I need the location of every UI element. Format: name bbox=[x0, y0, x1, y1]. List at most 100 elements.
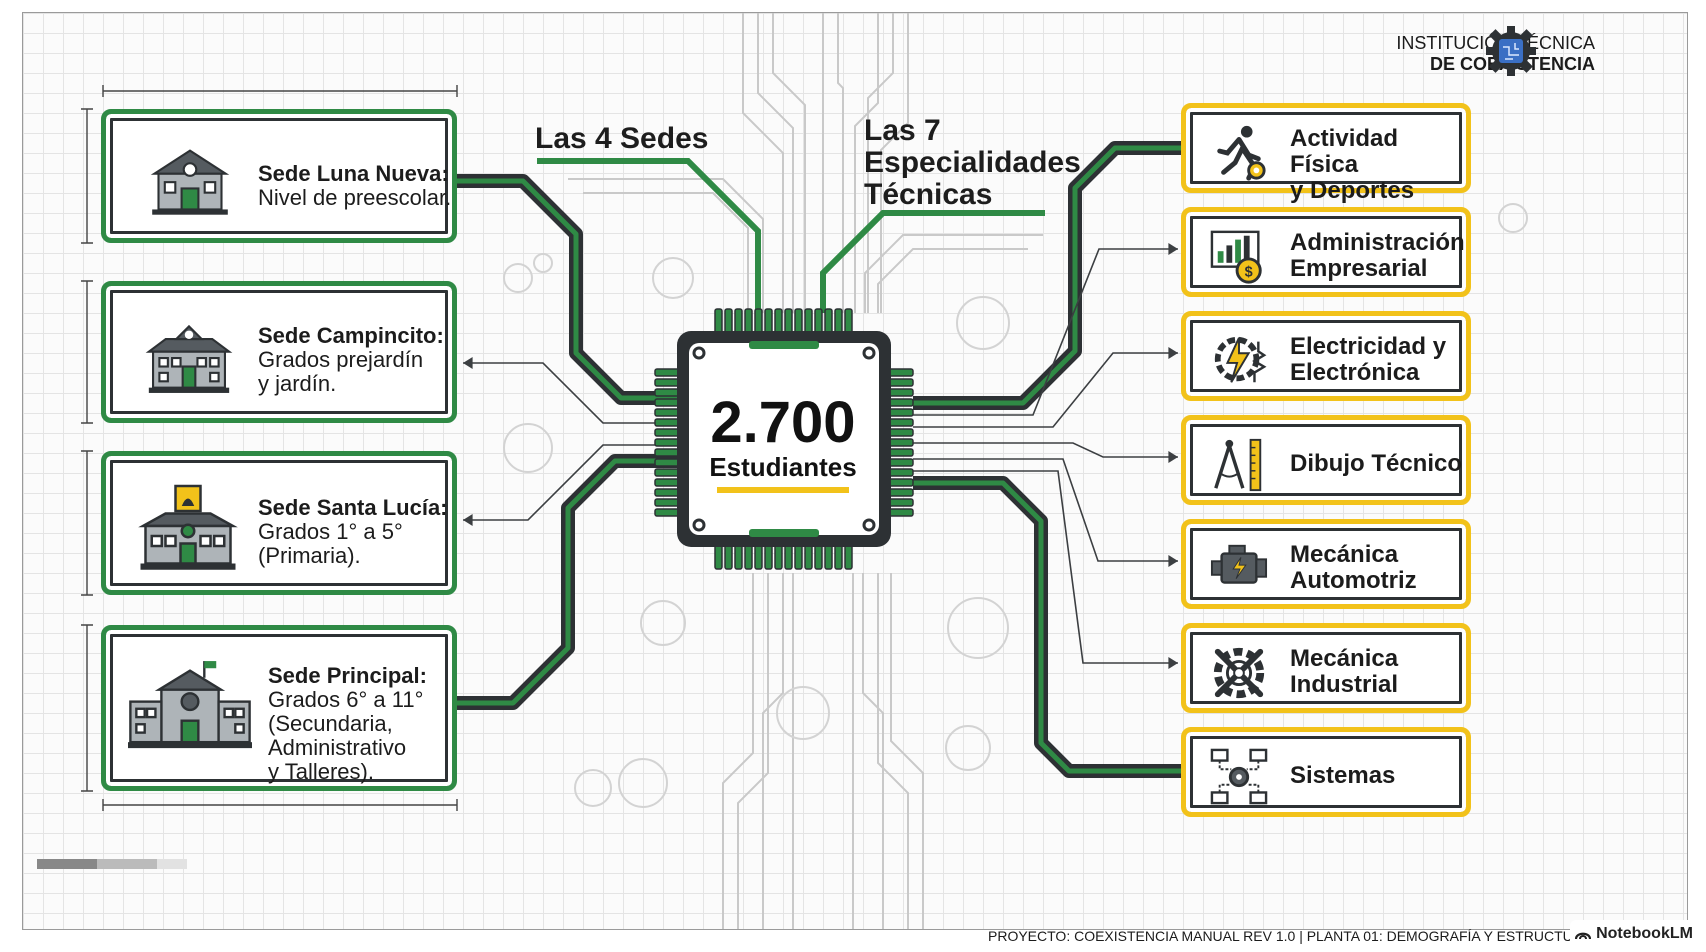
wrench-gear-icon bbox=[1213, 647, 1265, 699]
sede-name: Sede Luna Nueva: bbox=[258, 161, 449, 186]
arrow-administracion bbox=[913, 248, 1178, 416]
chip-pin-left bbox=[654, 368, 680, 377]
chip-pin-left bbox=[654, 408, 680, 417]
arrow-santa-lucia bbox=[463, 444, 678, 521]
bell-school-icon bbox=[138, 484, 238, 570]
especialidad-icon-wrap bbox=[1210, 332, 1268, 395]
heading-especialidades: Las 7 Especialidades Técnicas bbox=[864, 114, 1081, 211]
dimension-top bbox=[102, 85, 458, 97]
sede-detail-line: Grados prejardín bbox=[258, 347, 424, 372]
especialidad-label-line: Sistemas bbox=[1290, 762, 1396, 789]
chip-pin-bottom bbox=[724, 544, 733, 570]
chip-pin-right bbox=[888, 488, 914, 497]
chip-pin-left bbox=[654, 468, 680, 477]
chip-pin-left bbox=[654, 418, 680, 427]
chip-pin-right bbox=[888, 388, 914, 397]
chip-pin-left bbox=[654, 378, 680, 387]
esp-underline-trace bbox=[820, 210, 1045, 313]
chip-pin-bottom bbox=[794, 544, 803, 570]
chip-pin-right bbox=[888, 508, 914, 517]
chip-pin-right bbox=[888, 368, 914, 377]
sede-card: Sede Santa Lucía:Grados 1° a 5°(Primaria… bbox=[101, 451, 457, 595]
arrow-mecanica-automotriz-head bbox=[1168, 555, 1178, 567]
chip-pin-top bbox=[744, 308, 753, 334]
network-icon bbox=[1210, 748, 1268, 805]
main-campus-icon bbox=[128, 661, 252, 749]
chip-pin-right bbox=[888, 418, 914, 427]
chip-pin-right bbox=[888, 378, 914, 387]
sede-card: Sede Principal:Grados 6° a 11°(Secundari… bbox=[101, 625, 457, 791]
especialidad-label-line: Dibujo Técnico bbox=[1290, 450, 1463, 477]
chip-pin-left bbox=[654, 448, 680, 457]
chip-pin-top bbox=[754, 308, 763, 334]
especialidad-card: Dibujo Técnico bbox=[1181, 415, 1471, 505]
chip-pin-bottom bbox=[714, 544, 723, 570]
especialidad-label-line: Electrónica bbox=[1290, 359, 1420, 386]
scale-strip bbox=[37, 859, 187, 869]
sede-detail-line: Grados 6° a 11° bbox=[268, 687, 424, 712]
chip-pin-top bbox=[824, 308, 833, 334]
arrow-mecanica-industrial bbox=[913, 470, 1178, 664]
sede-icon-wrap bbox=[128, 658, 252, 755]
engine-icon bbox=[1210, 544, 1268, 584]
chip-pin-bottom bbox=[814, 544, 823, 570]
footer-text: PROYECTO: COEXISTENCIA MANUAL REV 1.0 | … bbox=[988, 928, 1593, 944]
sede-icon-wrap bbox=[148, 142, 232, 221]
chip-pin-right bbox=[888, 478, 914, 487]
chip-pin-bottom bbox=[744, 544, 753, 570]
chip-pin-right bbox=[888, 458, 914, 467]
chip-pin-left bbox=[654, 458, 680, 467]
chip-pin-left bbox=[654, 488, 680, 497]
trace-sistemas bbox=[913, 476, 1181, 778]
arrow-mecanica-automotriz bbox=[913, 458, 1178, 562]
notebooklm-badge[interactable]: NotebookLM bbox=[1570, 920, 1698, 948]
dimension-lines bbox=[81, 85, 458, 811]
chip-screw bbox=[862, 518, 876, 532]
especialidad-label-line: Administración bbox=[1290, 229, 1465, 256]
chip-pin-top bbox=[834, 308, 843, 334]
compass-ruler-icon bbox=[1214, 438, 1262, 492]
blueprint-sheet: Las 4 Sedes Las 7 Especialidades Técnica… bbox=[22, 12, 1688, 930]
sede-detail-line: Grados 1° a 5° bbox=[258, 519, 403, 544]
especialidad-label-line: Empresarial bbox=[1290, 255, 1428, 282]
especialidad-label-line: Actividad Física bbox=[1290, 125, 1399, 178]
arrow-santa-lucia-head bbox=[463, 514, 473, 526]
student-count-label: Estudiantes bbox=[709, 452, 857, 482]
lightning-gear-icon bbox=[1214, 336, 1267, 383]
trace-actividad-fisica-core bbox=[913, 145, 1181, 406]
sede-text: Sede Luna Nueva:Nivel de preescolar. bbox=[258, 162, 451, 210]
dimension-side bbox=[81, 450, 93, 596]
chip-pin-bottom bbox=[734, 544, 743, 570]
processor-chip bbox=[654, 308, 914, 570]
especialidad-icon-wrap bbox=[1210, 436, 1268, 499]
chip-pin-bottom bbox=[764, 544, 773, 570]
chip-gear-icon bbox=[1486, 26, 1536, 76]
chip-screw bbox=[692, 518, 706, 532]
chip-pin-top bbox=[784, 308, 793, 334]
chip-pin-bottom bbox=[844, 544, 853, 570]
especialidad-label-line: Industrial bbox=[1290, 671, 1399, 698]
chip-pin-top bbox=[774, 308, 783, 334]
chip-pin-left bbox=[654, 438, 680, 447]
dimension-bottom bbox=[102, 799, 458, 811]
chip-pin-top bbox=[734, 308, 743, 334]
trace-luna-nueva-core bbox=[457, 178, 678, 401]
chip-pin-bottom bbox=[824, 544, 833, 570]
svg-text:$: $ bbox=[1245, 264, 1253, 280]
notebooklm-label: NotebookLM bbox=[1596, 925, 1693, 942]
notebooklm-icon bbox=[1575, 932, 1592, 940]
chip-pin-left bbox=[654, 498, 680, 507]
especialidad-label-line: Automotriz bbox=[1290, 567, 1417, 594]
especialidad-label-line: Mecánica bbox=[1290, 645, 1399, 672]
building-icon bbox=[145, 324, 233, 393]
especialidad-text: Sistemas bbox=[1290, 763, 1395, 789]
chip-pin-left bbox=[654, 428, 680, 437]
chip-screw bbox=[692, 346, 706, 360]
chip-pin-top bbox=[724, 308, 733, 334]
chip-pin-top bbox=[814, 308, 823, 334]
especialidad-card: Sistemas bbox=[1181, 727, 1471, 817]
